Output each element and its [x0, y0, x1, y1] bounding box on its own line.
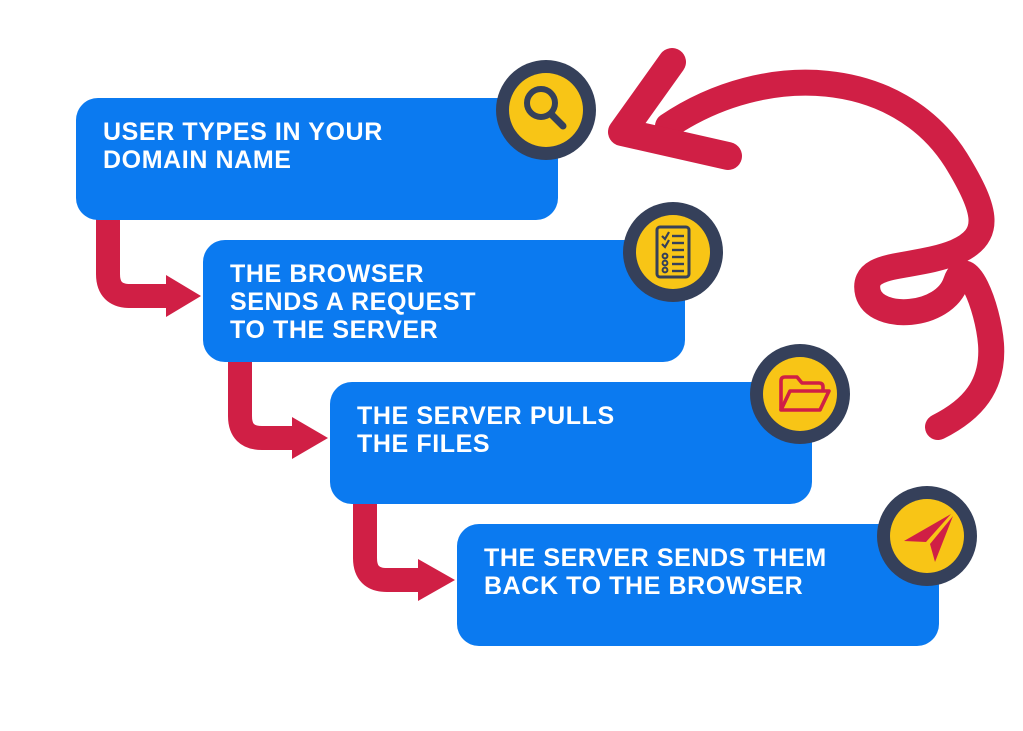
connector-arrow-3	[353, 494, 455, 601]
arrowhead-right-icon	[166, 275, 201, 317]
search-icon	[496, 60, 596, 160]
paper-plane-icon	[877, 486, 977, 586]
step-1-label: USER TYPES IN YOUR DOMAIN NAME	[103, 118, 538, 174]
step-box-2: THE BROWSER SENDS A REQUEST TO THE SERVE…	[203, 240, 685, 362]
step-4-line-1: THE SERVER SENDS THEM	[484, 544, 827, 572]
connector-arrow-1	[96, 210, 201, 317]
connector-arrow-2	[228, 352, 328, 459]
step-box-4: THE SERVER SENDS THEM BACK TO THE BROWSE…	[457, 524, 939, 646]
arrowhead-right-icon	[418, 559, 455, 601]
step-box-3: THE SERVER PULLS THE FILES	[330, 382, 812, 504]
step-box-1: USER TYPES IN YOUR DOMAIN NAME	[76, 98, 558, 220]
step-3-line-1: THE SERVER PULLS	[357, 402, 615, 430]
folder-icon	[750, 344, 850, 444]
step-1-line-2: DOMAIN NAME	[103, 146, 292, 174]
step-4-label: THE SERVER SENDS THEM BACK TO THE BROWSE…	[484, 544, 919, 600]
step-2-line-3: TO THE SERVER	[230, 316, 439, 344]
step-3-label: THE SERVER PULLS THE FILES	[357, 402, 792, 458]
step-2-label: THE BROWSER SENDS A REQUEST TO THE SERVE…	[230, 260, 665, 344]
step-3-line-2: THE FILES	[357, 430, 491, 458]
step-1-line-1: USER TYPES IN YOUR	[103, 118, 383, 146]
loop-arrowhead-icon	[608, 48, 742, 170]
arrowhead-right-icon	[292, 417, 328, 459]
step-4-line-2: BACK TO THE BROWSER	[484, 572, 804, 600]
loop-arrow-shaft	[655, 69, 1005, 440]
step-2-line-2: SENDS A REQUEST	[230, 288, 477, 316]
checklist-icon	[623, 202, 723, 302]
loop-arrow	[608, 48, 1005, 440]
step-2-line-1: THE BROWSER	[230, 260, 425, 288]
